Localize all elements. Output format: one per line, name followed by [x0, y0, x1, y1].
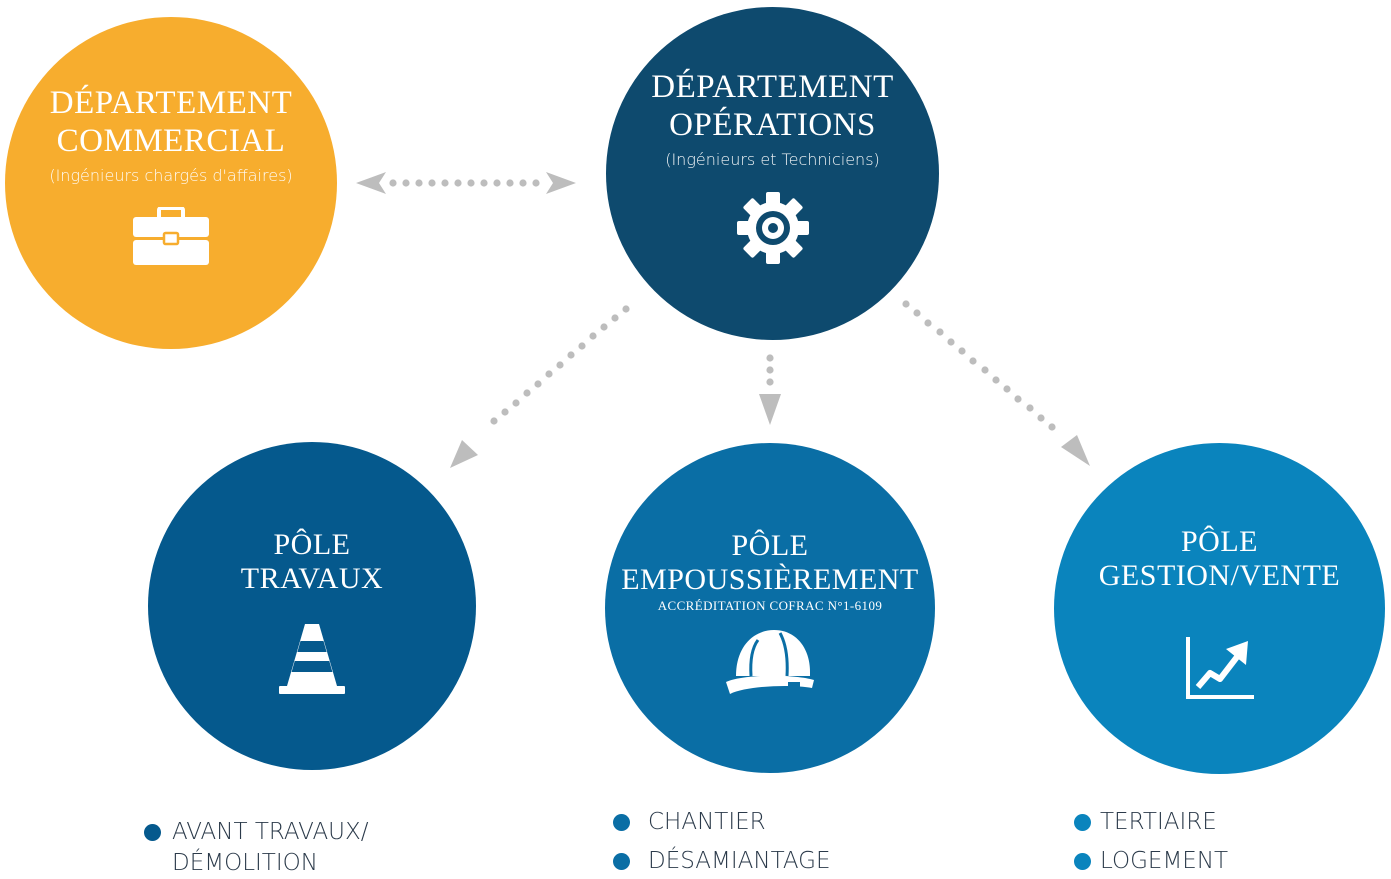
- department-operations-circle: DÉPARTEMENT OPÉRATIONS (Ingénieurs et Te…: [606, 7, 939, 340]
- list-item: TERTIAIRE: [1074, 807, 1334, 838]
- commercial-title-line2: COMMERCIAL: [56, 122, 286, 159]
- arrow-commercial-operations: [356, 172, 576, 194]
- briefcase-icon: [133, 206, 209, 265]
- list-item: AVANT TRAVAUX/ DÉMOLITION: [144, 817, 404, 879]
- bullet-dot: [613, 814, 630, 831]
- gear-icon: [736, 192, 809, 264]
- empoussierement-accreditation: ACCRÉDITATION COFRAC N°1-6109: [657, 597, 883, 613]
- traffic-cone-icon: [279, 624, 345, 694]
- list-item-label: CHANTIER: [648, 809, 766, 835]
- bullet-dot: [1074, 814, 1091, 831]
- pole-empoussierement-circle: PÔLE EMPOUSSIÈREMENT ACCRÉDITATION COFRA…: [605, 443, 935, 773]
- hard-hat-icon: [726, 629, 814, 694]
- bullet-dot: [144, 824, 161, 841]
- list-item-label: DÉSAMIANTAGE: [648, 848, 831, 874]
- department-commercial-circle: DÉPARTEMENT COMMERCIAL (Ingénieurs charg…: [5, 17, 337, 349]
- arrowhead-down: [759, 394, 781, 425]
- list-item: LOGEMENT: [1074, 846, 1334, 877]
- operations-title-line1: DÉPARTEMENT: [651, 69, 894, 105]
- pole-travaux-circle: PÔLE TRAVAUX: [148, 442, 476, 770]
- empoussierement-title-line2: EMPOUSSIÈREMENT: [621, 562, 919, 596]
- arrowhead-down-right: [1061, 435, 1090, 466]
- list-item: CHANTIER: [613, 807, 893, 838]
- arrowhead-right: [546, 172, 576, 194]
- arrow-operations-empoussierement: [759, 354, 781, 425]
- pole-gestion-circle: PÔLE GESTION/VENTE: [1054, 443, 1385, 774]
- list-item-label: AVANT TRAVAUX/ DÉMOLITION: [172, 819, 369, 876]
- commercial-subtitle: (Ingénieurs chargés d'affaires): [49, 165, 293, 185]
- arrow-operations-gestion: [902, 300, 1090, 466]
- empoussierement-title-line1: PÔLE: [731, 528, 809, 562]
- gestion-title-line2: GESTION/VENTE: [1098, 558, 1341, 592]
- gestion-title-line1: PÔLE: [1181, 524, 1258, 558]
- travaux-title-line1: PÔLE: [273, 528, 351, 561]
- arrowhead-left: [356, 172, 386, 194]
- arrowhead-down-left: [450, 440, 478, 468]
- empoussierement-list: CHANTIER DÉSAMIANTAGE: [613, 807, 893, 877]
- list-item-label: TERTIAIRE: [1100, 809, 1217, 835]
- commercial-title-line1: DÉPARTEMENT: [49, 84, 293, 121]
- operations-subtitle: (Ingénieurs et Techniciens): [665, 150, 880, 169]
- gestion-list: TERTIAIRE LOGEMENT: [1074, 807, 1334, 877]
- travaux-title-line2: TRAVAUX: [240, 562, 384, 595]
- operations-title-line2: OPÉRATIONS: [669, 107, 876, 143]
- growth-chart-icon: [1185, 636, 1254, 699]
- bullet-dot: [613, 853, 630, 870]
- list-item: DÉSAMIANTAGE: [613, 846, 893, 877]
- travaux-list: AVANT TRAVAUX/ DÉMOLITION: [144, 817, 404, 879]
- list-item-label: LOGEMENT: [1100, 848, 1229, 874]
- dots-horizontal: [389, 179, 540, 187]
- arrow-operations-travaux: [450, 305, 630, 468]
- bullet-dot: [1074, 853, 1091, 870]
